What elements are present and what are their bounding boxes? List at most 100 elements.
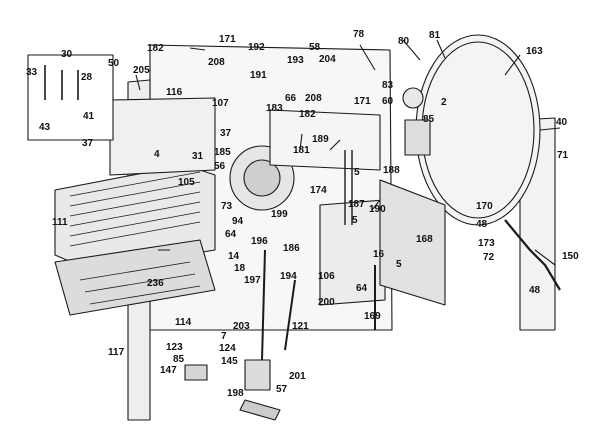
part-label: 190 — [369, 204, 386, 215]
electrodes — [44, 65, 79, 100]
expansion-vessel — [415, 34, 541, 226]
part-label: 41 — [83, 111, 95, 122]
burner-ramps — [79, 261, 201, 305]
air-vent — [402, 87, 424, 109]
part-label: 64 — [225, 229, 237, 240]
part-label: 198 — [227, 388, 244, 399]
pump-body — [404, 119, 431, 156]
part-label: 85 — [173, 354, 185, 365]
part-label: 58 — [309, 42, 321, 53]
part-label: 7 — [221, 331, 227, 342]
part-label: 199 — [271, 209, 288, 220]
part-label: 71 — [557, 150, 569, 161]
part-label: 31 — [192, 151, 204, 162]
part-label: 111 — [52, 217, 68, 228]
part-label: 170 — [476, 201, 493, 212]
part-label: 174 — [310, 185, 327, 196]
fan-impeller — [243, 159, 281, 197]
part-label: 186 — [283, 243, 300, 254]
return-pipe — [504, 219, 561, 291]
part-label: 78 — [353, 29, 365, 40]
part-label: 171 — [219, 34, 236, 45]
gas-valve-bottom — [244, 359, 271, 391]
part-label: 5 — [354, 167, 360, 178]
part-label: 194 — [280, 271, 297, 282]
part-label: 28 — [81, 72, 93, 83]
part-label: 208 — [305, 93, 322, 104]
part-label: 182 — [147, 43, 164, 54]
part-label: 83 — [382, 80, 394, 91]
part-label: 205 — [133, 65, 150, 76]
part-label: 114 — [175, 317, 192, 328]
part-label: 163 — [526, 46, 543, 57]
part-label: 145 — [221, 356, 238, 367]
part-label: 30 — [61, 49, 73, 60]
part-label: 40 — [556, 117, 568, 128]
part-label: 14 — [228, 251, 240, 262]
part-label: 80 — [398, 36, 410, 47]
part-label: 105 — [178, 177, 195, 188]
part-label: 5 — [396, 259, 402, 270]
part-label: 107 — [212, 98, 229, 109]
gas-valve-box — [319, 199, 386, 306]
part-label: 181 — [293, 145, 310, 156]
part-label: 37 — [82, 138, 94, 149]
part-label: 196 — [251, 236, 268, 247]
part-label: 188 — [383, 165, 400, 176]
part-label: 73 — [221, 201, 233, 212]
part-label: 191 — [250, 70, 267, 81]
part-label: 94 — [232, 216, 244, 227]
part-label: 57 — [276, 384, 288, 395]
part-label: 182 — [299, 109, 316, 120]
secondary-exchanger — [379, 179, 446, 306]
burner-assembly — [54, 239, 216, 316]
part-label: 189 — [312, 134, 329, 145]
part-label: 171 — [354, 96, 371, 107]
part-label: 50 — [108, 58, 120, 69]
heat-exchanger-fins — [69, 171, 201, 247]
part-label: 168 — [416, 234, 433, 245]
part-label: 187 — [348, 199, 365, 210]
part-label: 116 — [166, 87, 183, 98]
part-label: 60 — [382, 96, 394, 107]
part-label: 85 — [423, 114, 435, 125]
left-pipe — [261, 249, 266, 361]
part-label: 193 — [287, 55, 304, 66]
part-label: 43 — [39, 122, 51, 133]
part-label: 200 — [318, 297, 335, 308]
part-label: 192 — [248, 42, 265, 53]
part-label: 201 — [289, 371, 306, 382]
part-label: 173 — [478, 238, 495, 249]
part-label: 183 — [266, 103, 283, 114]
part-label: 123 — [166, 342, 183, 353]
electrodes-detail-box — [27, 54, 114, 141]
part-label: 124 — [219, 343, 236, 354]
part-label: 4 — [154, 149, 160, 160]
part-label: 33 — [26, 67, 38, 78]
part-label: 18 — [234, 263, 246, 274]
part-label: 48 — [476, 219, 488, 230]
gas-pipe — [284, 279, 296, 351]
leader-lines — [135, 39, 561, 266]
part-label: 81 — [429, 30, 441, 41]
part-label: 147 — [160, 365, 177, 376]
part-label: 236 — [147, 278, 164, 289]
part-label: 37 — [220, 128, 232, 139]
part-label: 5 — [352, 215, 358, 226]
flow-pipe — [344, 150, 353, 225]
part-label: 66 — [285, 93, 297, 104]
part-label: 56 — [214, 161, 226, 172]
part-label: 117 — [108, 347, 125, 358]
part-label: 185 — [214, 147, 231, 158]
part-label: 204 — [319, 54, 336, 65]
part-label: 48 — [529, 285, 541, 296]
combustion-chamber — [109, 97, 216, 176]
part-label: 208 — [208, 57, 225, 68]
part-label: 2 — [441, 97, 447, 108]
part-label: 64 — [356, 283, 368, 294]
part-label: 121 — [292, 321, 309, 332]
part-label: 203 — [233, 321, 250, 332]
part-label: 16 — [373, 249, 385, 260]
